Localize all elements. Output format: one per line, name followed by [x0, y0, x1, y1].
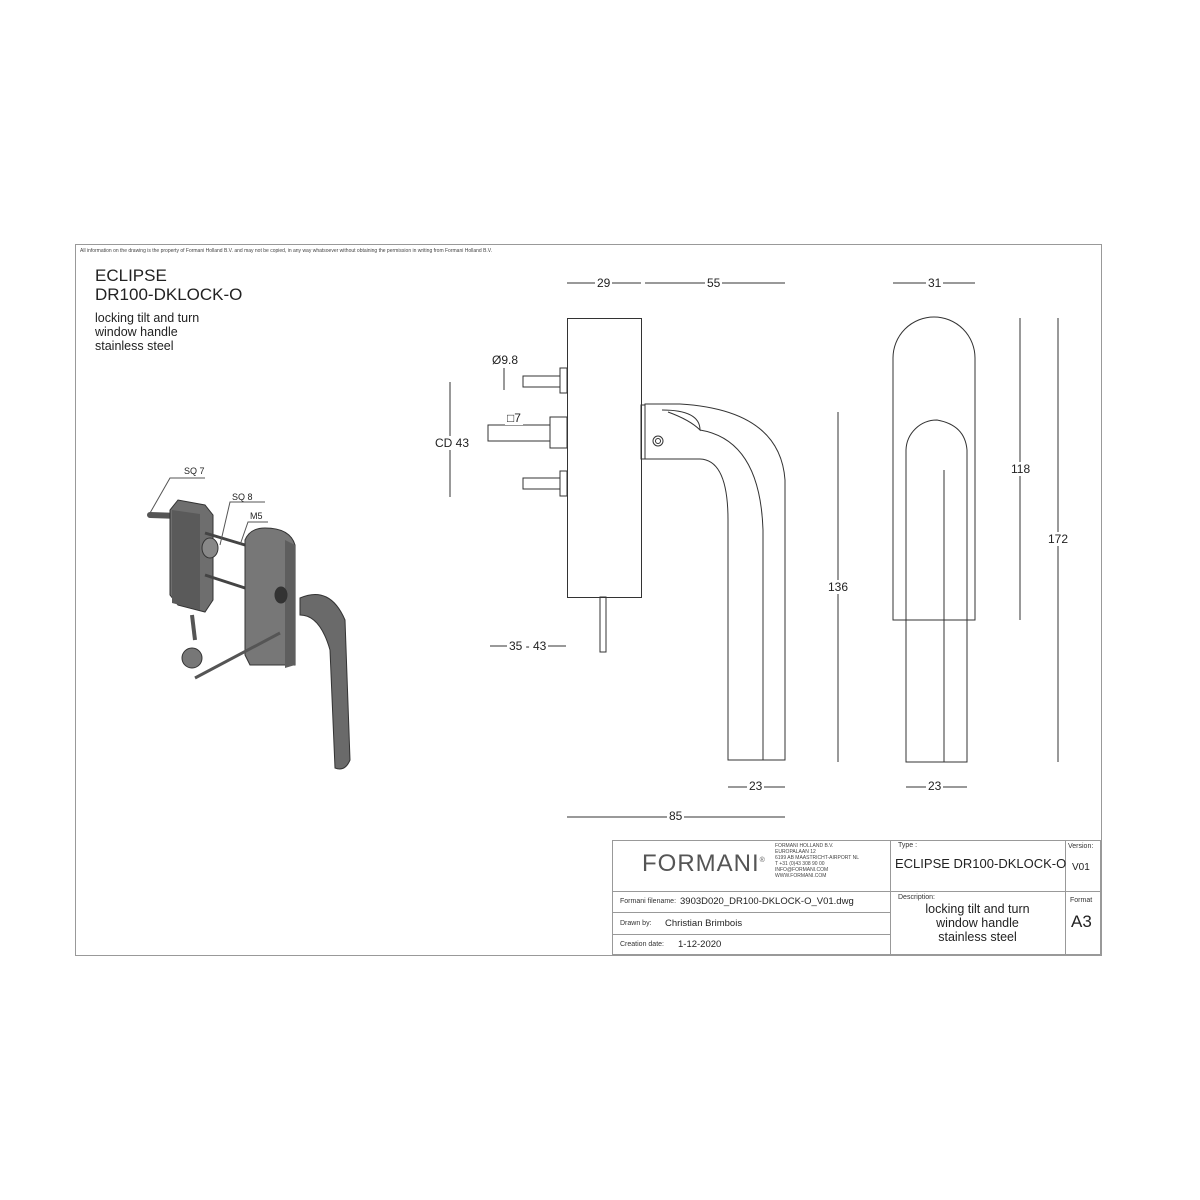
format-label: Format — [1070, 897, 1093, 904]
dim-cd43: CD 43 — [433, 436, 472, 450]
type-label: Type : — [898, 842, 918, 849]
dim-31: 31 — [926, 276, 944, 290]
description-line: window handle — [95, 325, 178, 339]
filename-label: Formani filename: — [620, 898, 677, 905]
product-series: ECLIPSE — [95, 266, 167, 285]
isometric-view — [147, 477, 351, 770]
version-value: V01 — [1072, 862, 1090, 873]
dim-diameter: Ø9.8 — [490, 353, 521, 367]
version-label: Version: — [1068, 843, 1094, 850]
dim-172: 172 — [1046, 532, 1071, 546]
drawing-frame — [75, 244, 1102, 956]
dim-85: 85 — [667, 809, 685, 823]
label-sq7: SQ 7 — [184, 466, 205, 476]
label-m5: M5 — [250, 511, 263, 521]
dim-55: 55 — [705, 276, 723, 290]
type-value: ECLIPSE DR100-DKLOCK-O — [895, 856, 1067, 871]
format-value: A3 — [1071, 912, 1092, 931]
filename-value: 3903D020_DR100-DKLOCK-O_V01.dwg — [680, 896, 854, 907]
description-line: locking tilt and turn — [95, 311, 200, 325]
creation-date-value: 1-12-2020 — [678, 939, 722, 950]
dim-square: □7 — [505, 411, 523, 425]
label-sq8: SQ 8 — [232, 492, 253, 502]
drawn-by-value: Christian Brimbois — [665, 918, 743, 929]
drawn-by-label: Drawn by: — [620, 920, 652, 927]
description-label: Description: — [898, 894, 935, 901]
dim-136: 136 — [826, 580, 851, 594]
formani-logo: FORMANI® — [642, 850, 766, 877]
title-block-lines — [612, 840, 1101, 955]
dim-23-side: 23 — [747, 779, 765, 793]
front-view — [892, 282, 1059, 788]
dim-29: 29 — [595, 276, 613, 290]
dim-35-43: 35 - 43 — [507, 639, 549, 653]
description-line: stainless steel — [95, 339, 174, 353]
disclaimer: All information on the drawing is the pr… — [80, 248, 493, 254]
product-model: DR100-DKLOCK-O — [95, 285, 243, 304]
creation-date-label: Creation date: — [620, 941, 664, 948]
dim-118: 118 — [1009, 462, 1033, 476]
dim-23-front: 23 — [926, 779, 944, 793]
